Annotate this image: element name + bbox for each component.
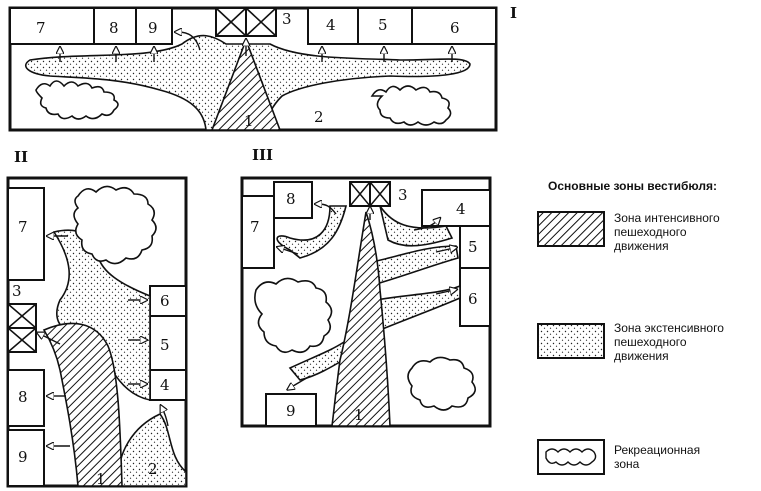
plan-1-room-5 (357, 7, 413, 45)
plan-1-label-7: 7 (36, 19, 46, 37)
plan-1-room-6 (411, 7, 497, 45)
plan-3-label-6: 6 (468, 290, 478, 308)
plan-1-room-8 (93, 7, 137, 45)
plan-2-label-5: 5 (160, 336, 170, 354)
legend-extensive-line-1: Зона экстенсивного (614, 321, 724, 335)
plan-2-label-3: 3 (12, 282, 22, 300)
plan-2-intensive-zone (42, 322, 123, 487)
plan-3-label-5: 5 (468, 238, 478, 256)
plan-2-elevator-3 (7, 303, 37, 353)
plan-3-room-6 (459, 267, 491, 327)
legend: Основные зоны вестибюля: Зона интенсивно… (537, 179, 724, 475)
plan-3-room-9 (265, 393, 317, 427)
legend-recreation-line-1: Рекреационная (614, 443, 700, 457)
plan-1-intensive-zone (210, 37, 282, 131)
plan-2-label-4: 4 (160, 376, 170, 394)
legend-intensive-line-1: Зона интенсивного (614, 211, 720, 225)
legend-title: Основные зоны вестибюля: (548, 179, 717, 193)
plan-2-room-9 (7, 429, 45, 487)
plan-3-roman-label: III (252, 146, 273, 164)
plan-2-roman-label: II (14, 148, 28, 166)
plan-2-flow-arrows (40, 236, 169, 446)
plan-3-room-4 (421, 189, 491, 227)
plan-1: 7 8 9 3 4 5 6 1 2 I (8, 4, 517, 132)
legend-intensive-line-2: пешеходного (614, 225, 687, 239)
plan-2-room-7 (7, 187, 45, 281)
plan-3-label-3: 3 (398, 186, 408, 204)
plan-1-flow-arrows (60, 32, 452, 62)
plan-3-room-7 (241, 195, 275, 269)
legend-recreation-pattern (545, 448, 597, 466)
plan-1-roman-label: I (510, 4, 517, 22)
plan-3-label-7: 7 (250, 218, 260, 236)
legend-recreation-line-2: зона (614, 457, 640, 471)
plan-3-label-8: 8 (286, 190, 296, 208)
legend-swatch-extensive (537, 323, 605, 359)
plan-1-label-6: 6 (450, 19, 460, 37)
plan-1-room-9 (135, 7, 173, 45)
plan-1-label-9: 9 (148, 19, 158, 37)
plan-1-label-2: 2 (314, 108, 324, 126)
plan-1-label-5: 5 (378, 16, 388, 34)
plan-3-intensive-zone (331, 211, 391, 427)
plan-2-label-1: 1 (96, 470, 106, 488)
plan-3-recreation-zone-left (254, 277, 333, 354)
plan-3-elevator-3 (349, 181, 391, 207)
plan-1-label-3: 3 (282, 10, 292, 28)
plan-3-label-4: 4 (456, 200, 466, 218)
plan-1-label-8: 8 (109, 19, 119, 37)
plan-3-recreation-zone-right (407, 356, 476, 411)
plan-2-label-9: 9 (18, 448, 28, 466)
plan-3-flow-arrows (280, 204, 454, 388)
plan-2-label-8: 8 (18, 388, 28, 406)
plan-2-room-6 (149, 285, 187, 317)
plan-2-label-2: 2 (148, 460, 158, 478)
plan-1-room-7 (9, 7, 95, 45)
plan-2-recreation-zone (73, 185, 157, 265)
plan-1-recreation-zone-left (35, 80, 119, 120)
plan-3-room-5 (459, 225, 491, 269)
legend-extensive-line-2: пешеходного (614, 335, 687, 349)
legend-extensive-line-3: движения (614, 349, 669, 363)
plan-2: II (6, 148, 188, 488)
plan-2-label-6: 6 (160, 292, 170, 310)
plan-1-label-1: 1 (244, 112, 254, 130)
plan-1-label-4: 4 (326, 16, 336, 34)
plan-2-room-8 (7, 369, 45, 427)
plan-2-label-7: 7 (18, 218, 28, 236)
legend-intensive-line-3: движения (614, 239, 669, 253)
plan-3: III (240, 146, 492, 428)
plan-3-label-1: 1 (354, 406, 364, 424)
plan-2-extensive-zone-entry (117, 413, 187, 487)
legend-swatch-intensive (537, 211, 605, 247)
plan-3-label-9: 9 (286, 402, 296, 420)
plan-1-elevator-3 (215, 7, 277, 37)
plan-1-recreation-zone-right (370, 85, 452, 126)
